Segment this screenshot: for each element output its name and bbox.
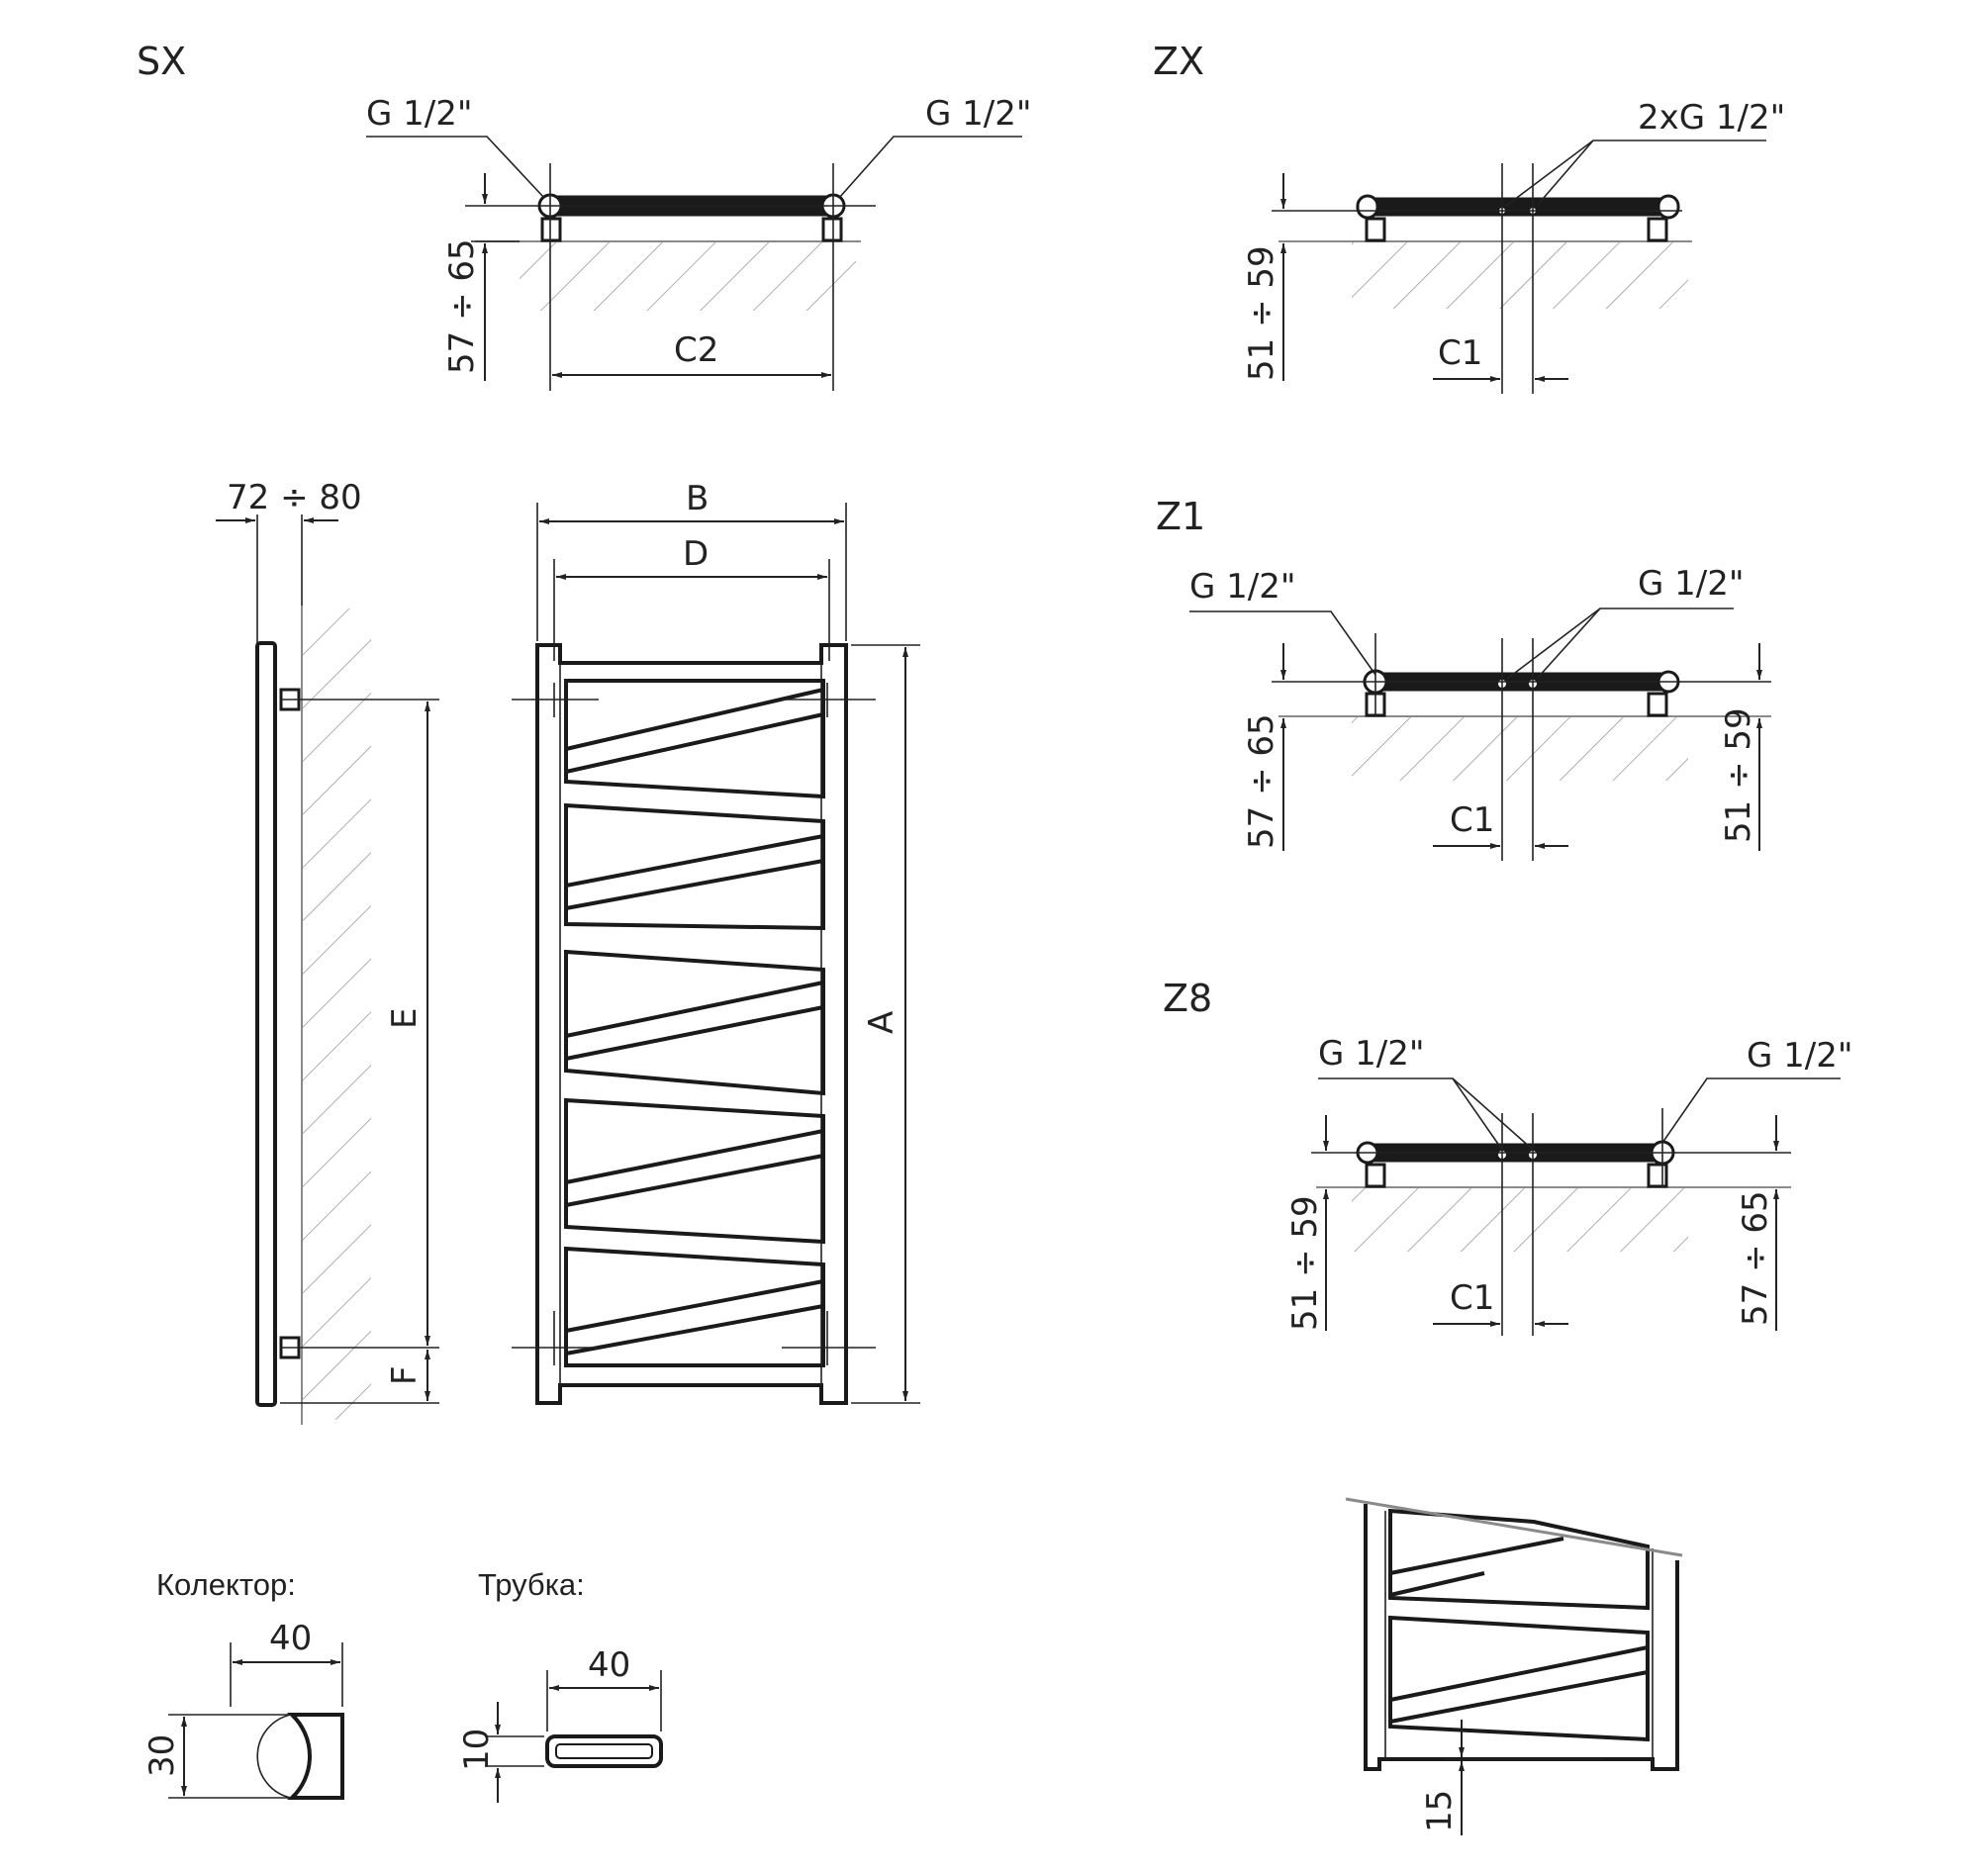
collector-width-label: 40	[269, 1619, 312, 1658]
z1-height-right-label: 51 ÷ 59	[1719, 707, 1758, 843]
z8-g-left: G 1/2"	[1318, 1034, 1425, 1074]
z1-g-left: G 1/2"	[1189, 567, 1296, 607]
side-depth-label: 72 ÷ 80	[227, 478, 362, 517]
front-b-label: B	[686, 479, 709, 518]
zx-title: ZX	[1153, 40, 1204, 83]
zx-height-label: 51 ÷ 59	[1242, 245, 1281, 381]
zx-connection-view: ZX C1 51 ÷ 59 2xG 1/2"	[1153, 40, 1785, 394]
zx-2g-label: 2xG 1/2"	[1638, 98, 1785, 138]
side-view: 72 ÷ 80 E F	[216, 478, 439, 1425]
front-a-label: A	[862, 1011, 901, 1034]
zx-wall-hatch	[1352, 241, 1688, 309]
side-collector	[255, 641, 277, 1407]
detail-cut-line	[1345, 1497, 1683, 1557]
collector-height-label: 30	[142, 1734, 182, 1777]
z1-c1-label: C1	[1450, 800, 1494, 840]
sx-g-left: G 1/2"	[366, 94, 473, 134]
tube-profile: Трубка: 40 10	[457, 1567, 663, 1803]
detail-view: 15	[1345, 1497, 1683, 1835]
z1-wall-hatch	[1352, 716, 1688, 781]
z8-height-left-label: 51 ÷ 59	[1285, 1195, 1325, 1331]
front-frame	[535, 643, 848, 1405]
sx-height-label: 57 ÷ 65	[442, 238, 482, 374]
zx-collector	[1363, 197, 1671, 217]
sx-g-right: G 1/2"	[925, 94, 1032, 134]
tube-height-label: 10	[457, 1729, 497, 1771]
z8-title: Z8	[1163, 977, 1212, 1020]
sx-connection-view: SX C2 57 ÷ 65 G 1/2" G 1/2"	[137, 40, 1032, 391]
z8-c1-label: C1	[1450, 1278, 1494, 1318]
z1-title: Z1	[1156, 495, 1205, 538]
front-view: B D A	[512, 479, 920, 1405]
sx-bracket-left	[540, 217, 562, 242]
z8-wall-hatch	[1352, 1187, 1688, 1252]
z1-height-left-label: 57 ÷ 65	[1242, 713, 1281, 849]
z8-connection-view: Z8 C1 51 ÷ 59 57 ÷ 65 G 1/2" G 1/2"	[1163, 977, 1853, 1336]
sx-bracket-right	[821, 217, 843, 242]
front-panel-1	[564, 679, 825, 799]
z8-g-right: G 1/2"	[1747, 1036, 1853, 1076]
side-e-label: E	[385, 1008, 425, 1029]
front-d-label: D	[683, 534, 709, 574]
sx-c2-label: C2	[674, 330, 718, 370]
zx-c1-label: C1	[1438, 333, 1482, 373]
front-panel-3	[564, 949, 825, 1096]
tube-width-label: 40	[588, 1645, 630, 1685]
z8-height-right-label: 57 ÷ 65	[1736, 1190, 1775, 1326]
sx-wall-hatch	[520, 241, 856, 311]
z1-g-right: G 1/2"	[1638, 564, 1745, 604]
side-wall-hatch	[302, 608, 371, 1420]
front-panel-5	[564, 1246, 825, 1367]
front-panel-2	[564, 802, 825, 931]
detail-15-label: 15	[1420, 1790, 1460, 1832]
tube-title: Трубка:	[478, 1567, 585, 1602]
front-panel-4	[564, 1097, 825, 1245]
z1-connection-view: Z1 C1 57 ÷ 65 51 ÷ 59 G 1/2" G 1/2"	[1156, 495, 1771, 861]
collector-title: Колектор:	[156, 1567, 296, 1602]
side-f-label: F	[385, 1365, 425, 1385]
collector-profile: Колектор: 40 30	[142, 1567, 344, 1800]
sx-title: SX	[137, 40, 186, 83]
